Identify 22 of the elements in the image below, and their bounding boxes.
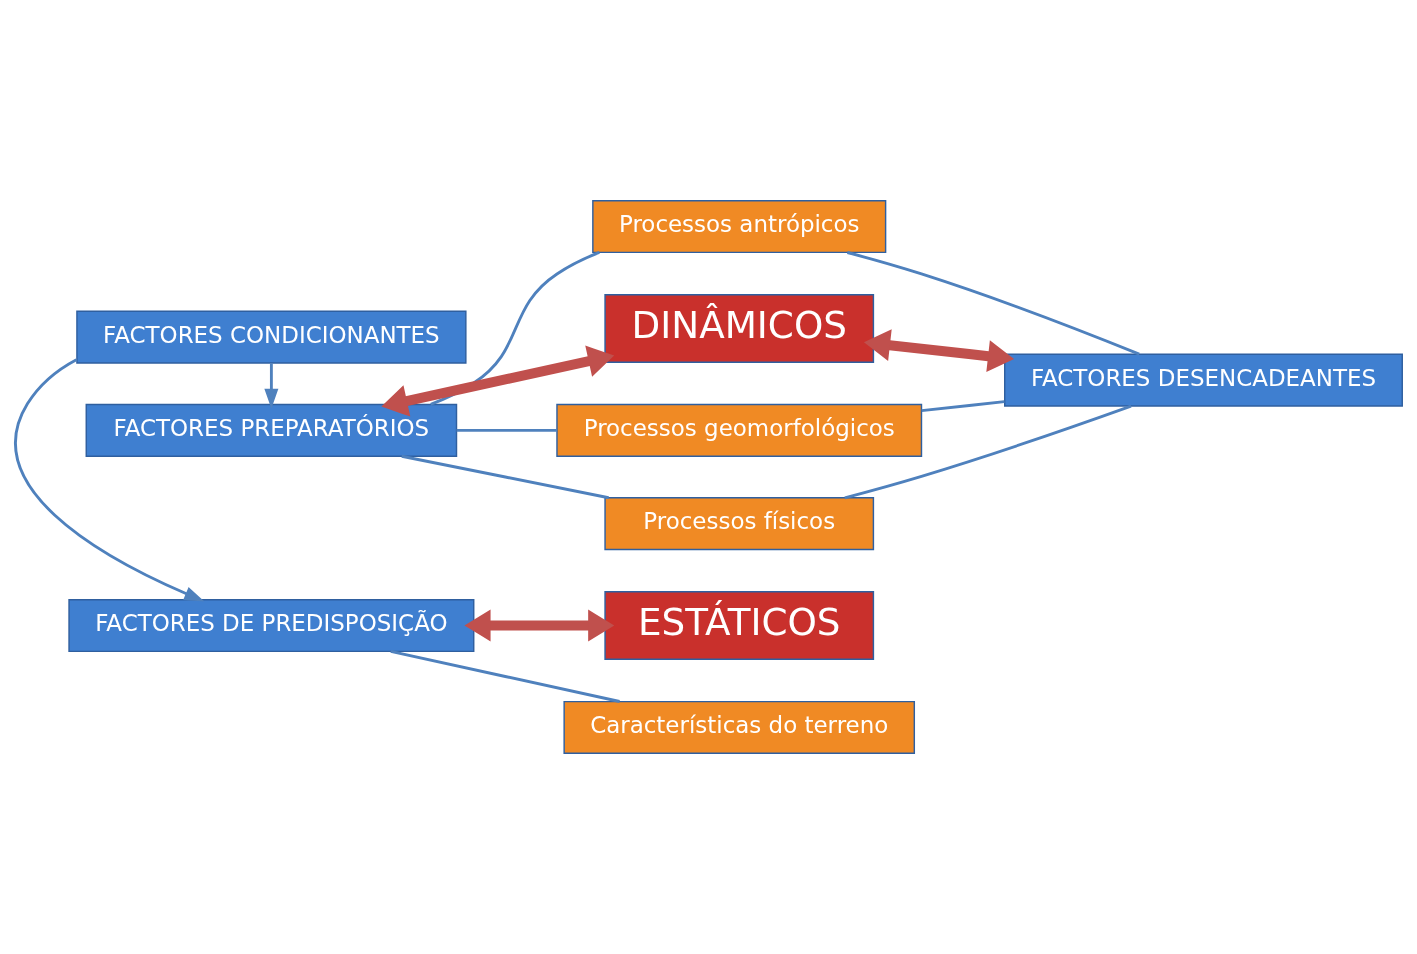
arrow <box>14 358 205 602</box>
arrow <box>863 329 1015 373</box>
node-box: Características do terreno <box>563 700 916 754</box>
connector <box>456 428 557 432</box>
arrow <box>381 345 615 417</box>
connector <box>844 404 1132 500</box>
node-box: Processos antrópicos <box>592 200 887 254</box>
connector <box>430 251 600 406</box>
connector <box>401 454 609 500</box>
arrow <box>264 363 279 409</box>
node-box: Processos físicos <box>604 497 875 551</box>
node-box: ESTÁTICOS <box>604 591 875 660</box>
connector <box>847 251 1140 356</box>
connector <box>390 649 620 703</box>
node-box: Processos geomorfológicos <box>556 403 923 457</box>
node-box: FACTORES DESENCADEANTES <box>1004 353 1403 407</box>
node-box: FACTORES DE PREDISPOSIÇÃO <box>68 599 475 653</box>
node-box: DINÂMICOS <box>604 294 875 363</box>
connector <box>921 400 1005 413</box>
arrow <box>464 609 615 642</box>
node-box: FACTORES PREPARATÓRIOS <box>85 403 458 457</box>
node-box: FACTORES CONDICIONANTES <box>76 310 467 364</box>
